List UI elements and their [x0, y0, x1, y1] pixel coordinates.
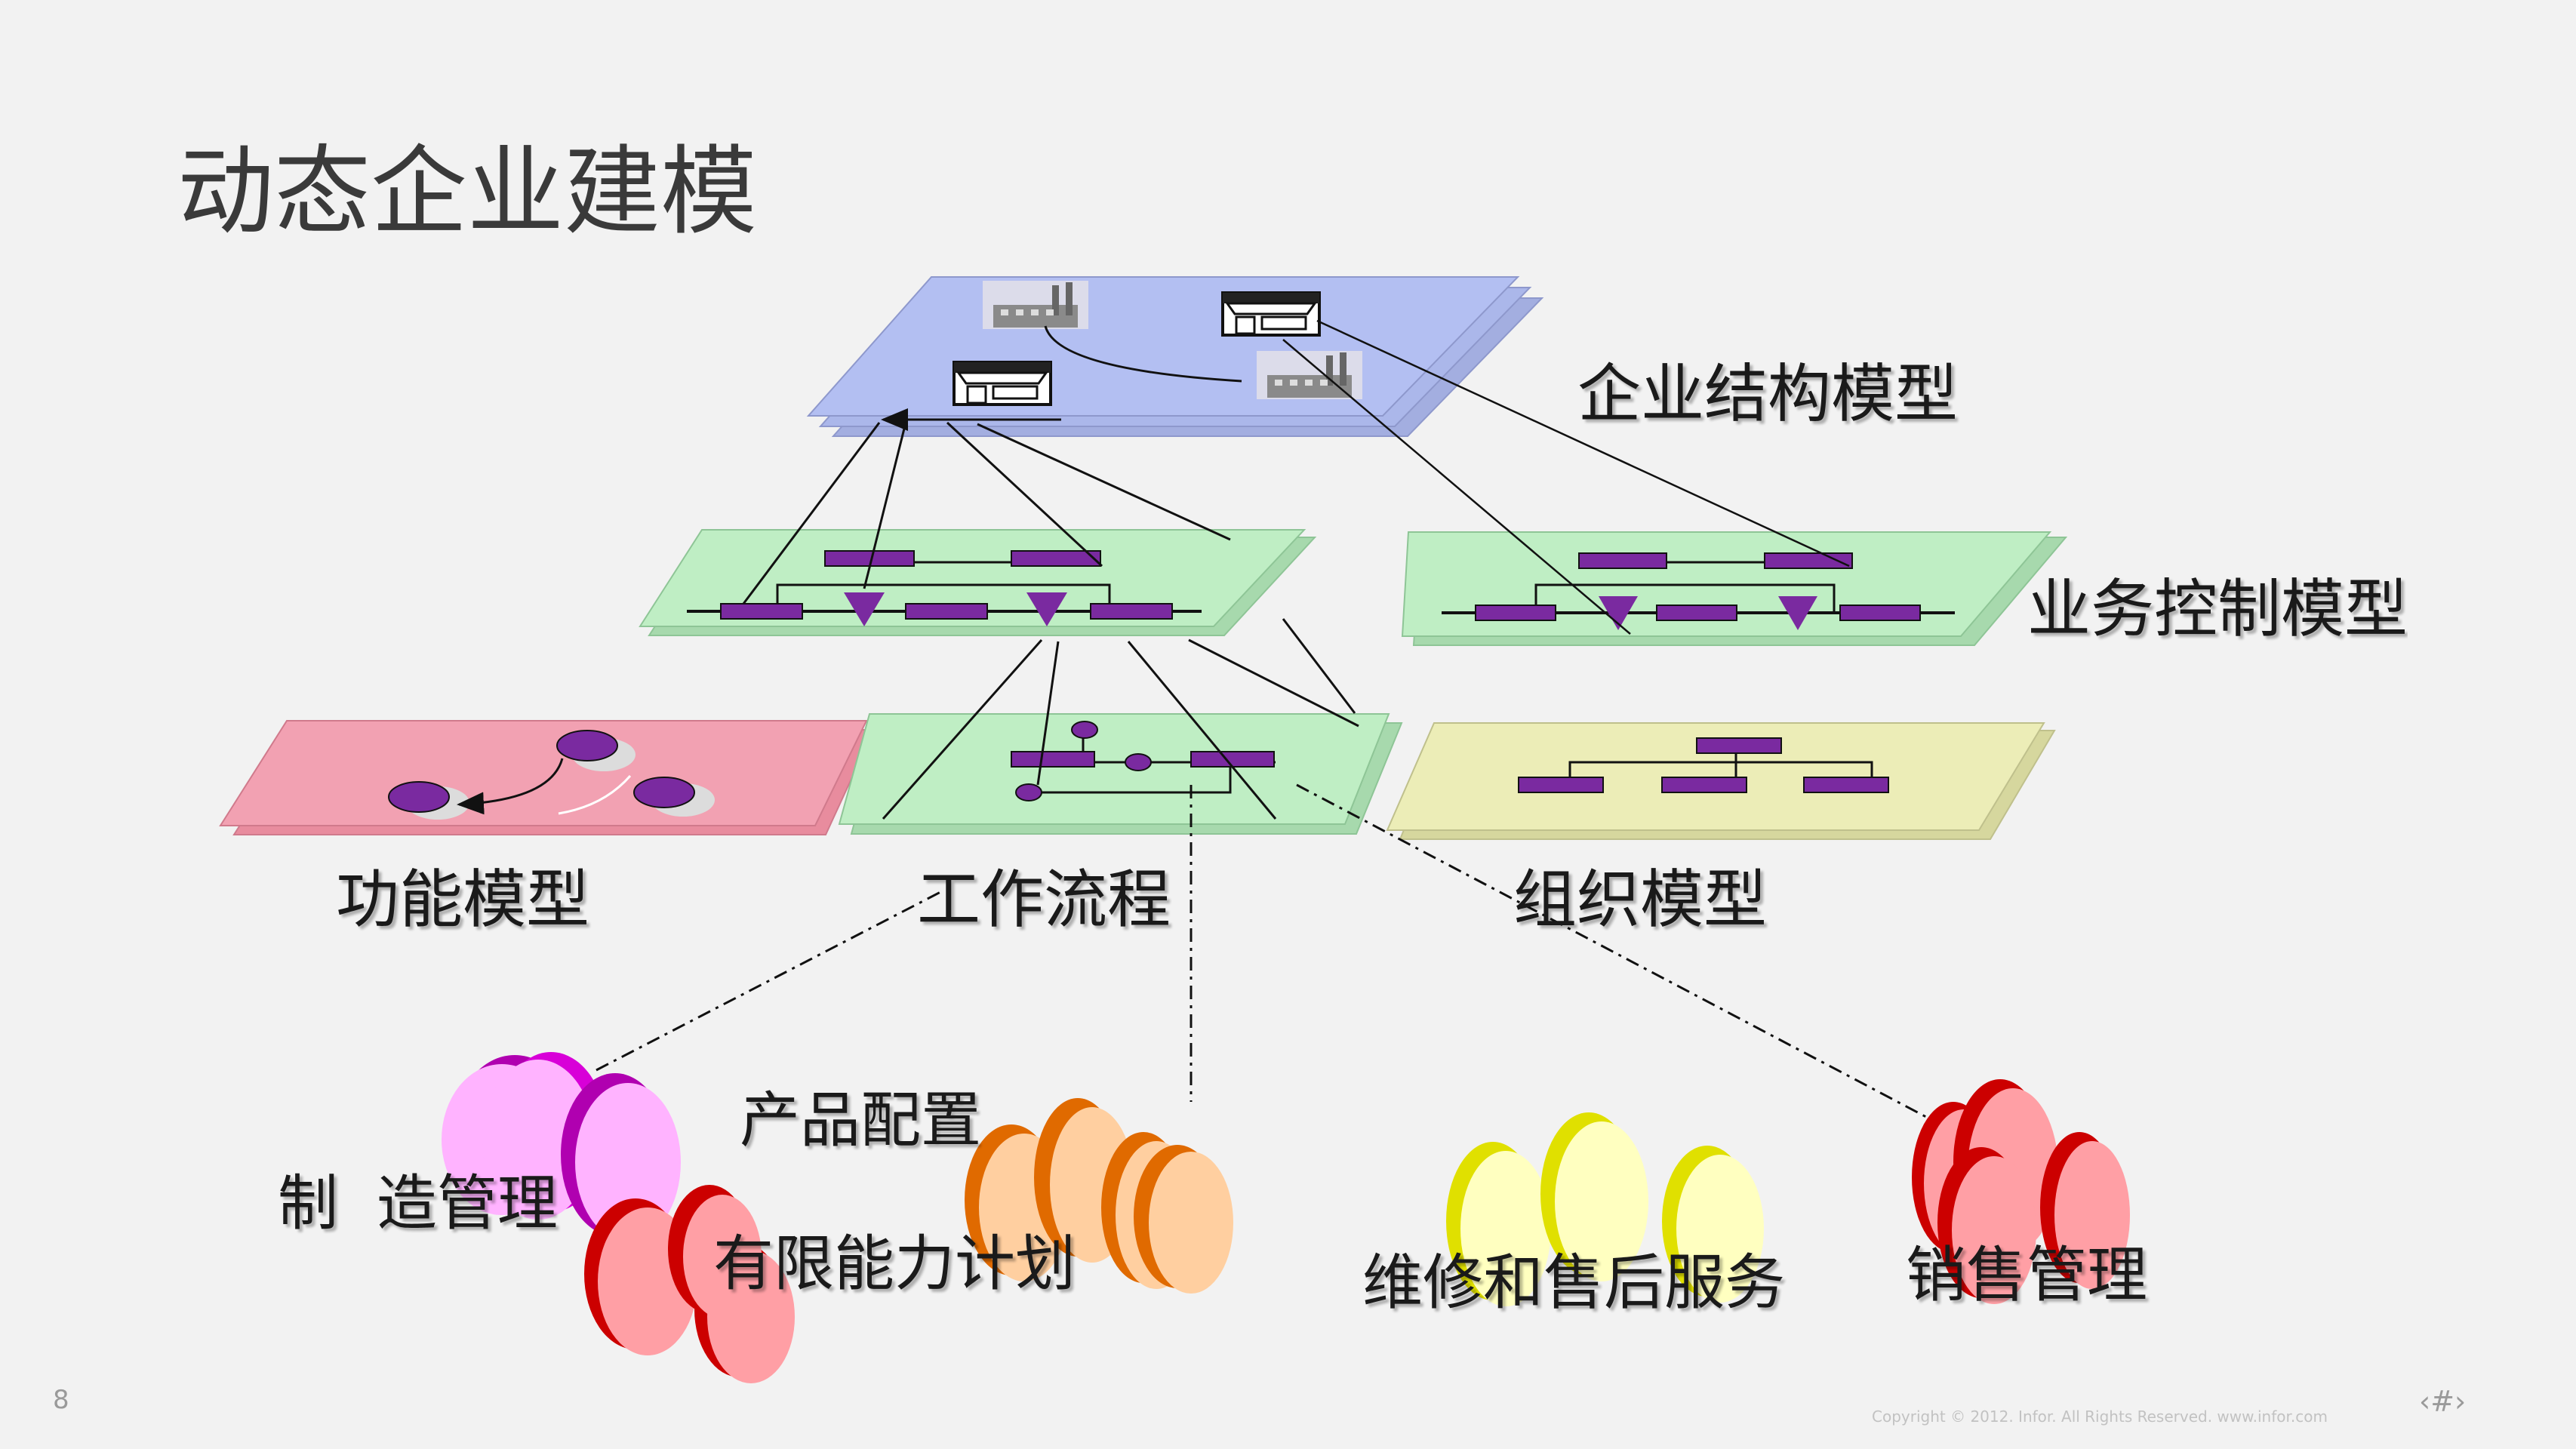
- label-product-config: 产品配置: [740, 1085, 981, 1155]
- label-capacity-planning: 有限能力计划: [713, 1229, 1076, 1299]
- label-sales: 销售管理: [1906, 1240, 2147, 1310]
- cloud-manufacturing: [442, 1052, 681, 1241]
- function-layer: [219, 720, 876, 835]
- copyright-notice: Copyright © 2012. Infor. All Rights Rese…: [1872, 1407, 2328, 1426]
- process-layer-left: [639, 529, 1317, 636]
- page-number: 8: [53, 1385, 69, 1415]
- label-service: 维修和售后服务: [1362, 1247, 1785, 1318]
- label-organization: 组织模型: [1513, 863, 1768, 937]
- business-control-layer: [1401, 531, 2068, 646]
- page-marker: ‹#›: [2419, 1385, 2467, 1418]
- cloud-orange: [965, 1098, 1233, 1294]
- dashdot-connectors: [596, 783, 1956, 1134]
- label-manufacturing: 制 造管理: [278, 1168, 558, 1238]
- connector-lines: [742, 319, 1850, 820]
- cloud-red-left: [584, 1185, 795, 1383]
- organization-layer: [1386, 722, 2056, 840]
- cloud-yellow: [1446, 1112, 1764, 1306]
- cloud-red-right: [1912, 1079, 2130, 1304]
- label-business-control: 业务控制模型: [2027, 572, 2408, 646]
- enterprise-structure-layer: [806, 276, 1544, 437]
- label-workflow: 工作流程: [917, 863, 1171, 937]
- slide-title: 动态企业建模: [177, 136, 758, 248]
- label-function: 功能模型: [336, 863, 590, 937]
- label-enterprise-structure: 企业结构模型: [1577, 357, 1959, 431]
